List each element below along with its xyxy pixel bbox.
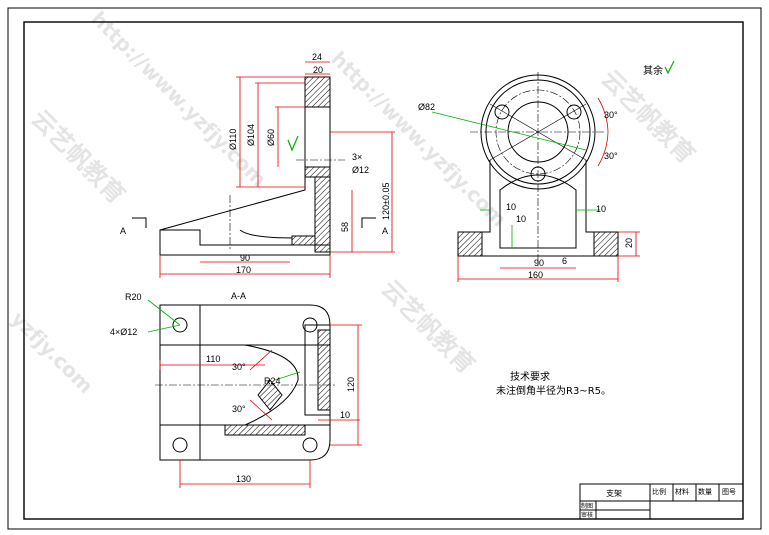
technical-requirements: 技术要求 未注倒角半径为R3~R5。 <box>496 370 611 397</box>
section-arrow-left <box>132 217 147 228</box>
dim-10-right: 10 <box>596 204 606 214</box>
front-plate-mid <box>304 106 331 168</box>
section-plate-hatch <box>317 329 331 411</box>
dim-d60: Ø60 <box>266 129 276 146</box>
side-hole-1 <box>494 104 510 120</box>
watermark-url-mid: http://www.yzfjy.com <box>326 47 511 232</box>
dim-section-120: 120 <box>346 377 356 392</box>
angle-bottom: 30° <box>604 151 618 161</box>
section-arrow-right <box>361 217 376 228</box>
dim-side-20: 20 <box>624 238 634 248</box>
section-hole-4 <box>302 437 318 453</box>
tb-col-scale: 比例 <box>652 487 666 496</box>
section-outline <box>159 304 331 461</box>
dim-110: 110 <box>206 354 220 364</box>
watermark-url-left: http://www.yzfjy.com <box>86 7 271 192</box>
part-name: 支架 <box>606 488 622 498</box>
angle-top: 30° <box>604 110 618 120</box>
requirements-line-1: 未注倒角半径为R3~R5。 <box>496 384 611 397</box>
roughness-note-text: 其余 <box>643 64 663 77</box>
tb-col-qty: 数量 <box>698 487 712 496</box>
watermark-corner-url: yzfjy.com <box>6 307 98 399</box>
front-dim-lines <box>159 61 395 278</box>
section-mark-left: A <box>120 226 126 236</box>
front-view: 24 20 Ø110 Ø104 Ø60 3× Ø12 120±0.05 58 9… <box>120 52 395 278</box>
side-view: Ø82 30° 30° 10 10 10 90 6 20 160 <box>418 72 640 282</box>
outer-border <box>7 7 762 530</box>
dim-hole-count: 3× <box>352 152 362 162</box>
roughness-mark-front <box>287 135 299 152</box>
section-mark-right: A <box>382 226 388 236</box>
dim-d82: Ø82 <box>418 102 435 112</box>
dim-10-mid: 10 <box>516 214 526 224</box>
inner-border <box>23 21 744 520</box>
front-rib <box>159 177 306 231</box>
front-plate-hatch-top <box>304 76 331 108</box>
title-block: 支架 比例 材料 数量 图号 制图 审核 <box>579 483 744 520</box>
dim-120-tol: 120±0.05 <box>381 183 391 220</box>
front-web-hatch <box>314 176 331 253</box>
dim-58: 58 <box>340 222 350 232</box>
dim-hole-dia: Ø12 <box>352 165 369 175</box>
section-curve <box>244 344 299 426</box>
front-plate-hatch-bot <box>304 166 331 178</box>
dim-side-90: 90 <box>534 258 544 268</box>
side-body <box>457 160 619 257</box>
requirements-title: 技术要求 <box>510 370 550 383</box>
section-dim-lines <box>159 324 362 488</box>
dim-4-holes: 4×Ø12 <box>110 327 137 337</box>
section-hole-2 <box>302 317 318 333</box>
roughness-symbol <box>664 60 675 75</box>
section-view: A-A R20 <box>110 291 362 488</box>
dim-10-left: 10 <box>506 202 516 212</box>
watermark-brand-bottom: 云艺帆教育 <box>376 274 481 379</box>
front-base-hatch <box>291 235 316 246</box>
dim-24: 24 <box>312 52 322 62</box>
watermark-layer: 云艺帆教育 http://www.yzfjy.com http://www.yz… <box>6 7 700 399</box>
dim-20: 20 <box>313 65 323 75</box>
dim-160: 160 <box>528 270 543 280</box>
side-dim-lines <box>457 97 640 282</box>
dim-r20: R20 <box>125 292 142 302</box>
watermark-brand-left: 云艺帆教育 <box>26 104 131 209</box>
side-hole-2 <box>566 104 582 120</box>
section-hole-3 <box>172 437 188 453</box>
dim-130: 130 <box>236 474 251 484</box>
tb-checked: 审核 <box>581 511 593 519</box>
side-window <box>499 174 577 249</box>
angle-section-top: 30° <box>232 362 246 372</box>
side-diag-2 <box>489 103 587 161</box>
angle-section-bottom: 30° <box>232 404 246 414</box>
dim-d110: Ø110 <box>228 129 238 150</box>
dim-d104: Ø104 <box>246 124 256 146</box>
section-leaders <box>147 299 301 381</box>
section-title: A-A <box>231 291 246 301</box>
dim-6: 6 <box>562 256 567 266</box>
roughness-note: 其余 <box>643 60 675 77</box>
side-base-hatch-right <box>593 231 619 257</box>
section-rib-small <box>257 379 283 411</box>
front-fillet <box>239 229 293 239</box>
tb-col-material: 材料 <box>675 487 689 496</box>
section-hole-1 <box>172 317 188 333</box>
tb-col-number: 图号 <box>722 488 736 496</box>
side-leader-lines <box>431 111 600 248</box>
dim-section-10: 10 <box>340 410 350 420</box>
tb-drawn: 制图 <box>581 502 593 510</box>
side-base-hatch-left <box>457 231 483 257</box>
dim-90: 90 <box>240 253 250 263</box>
dim-170: 170 <box>236 265 251 275</box>
section-rib-hatch <box>224 424 306 436</box>
dim-r24: R24 <box>264 376 281 386</box>
